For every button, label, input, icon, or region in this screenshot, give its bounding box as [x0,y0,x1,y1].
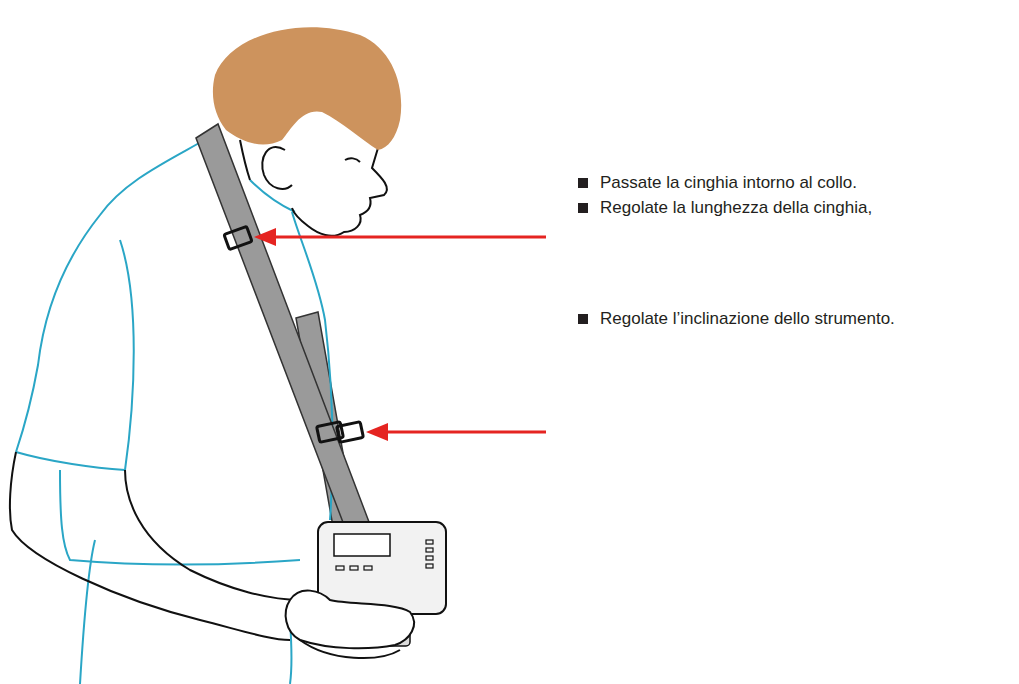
leader-arrow [272,236,546,239]
bullet [578,314,588,324]
hand [300,640,400,658]
instruction-text: Regolate la lunghezza della cinghia, [600,198,872,218]
buckle [337,422,364,443]
ear [262,147,292,189]
instruction-text: Passate la cinghia intorno al collo. [600,173,857,193]
sleeve-edge [16,452,125,470]
arm [125,470,300,600]
shirt-back [16,138,208,452]
arrowhead [254,228,276,246]
trouser-line [80,540,95,684]
buttons [336,540,433,570]
instruction-text: Regolate l’inclinazione dello strumento. [600,309,895,329]
face [292,148,387,236]
hand [286,591,414,649]
arrowhead [366,423,388,441]
leader-arrow [384,431,546,434]
buckle [224,226,252,249]
eye [345,158,360,162]
sleeve-seam [120,240,134,470]
bullet [578,178,588,188]
arm [10,452,290,640]
hair [213,27,401,150]
shirt-hem [60,470,300,565]
bullet [578,203,588,213]
instrument-body [318,522,446,614]
neck [240,140,250,180]
display [334,534,390,556]
